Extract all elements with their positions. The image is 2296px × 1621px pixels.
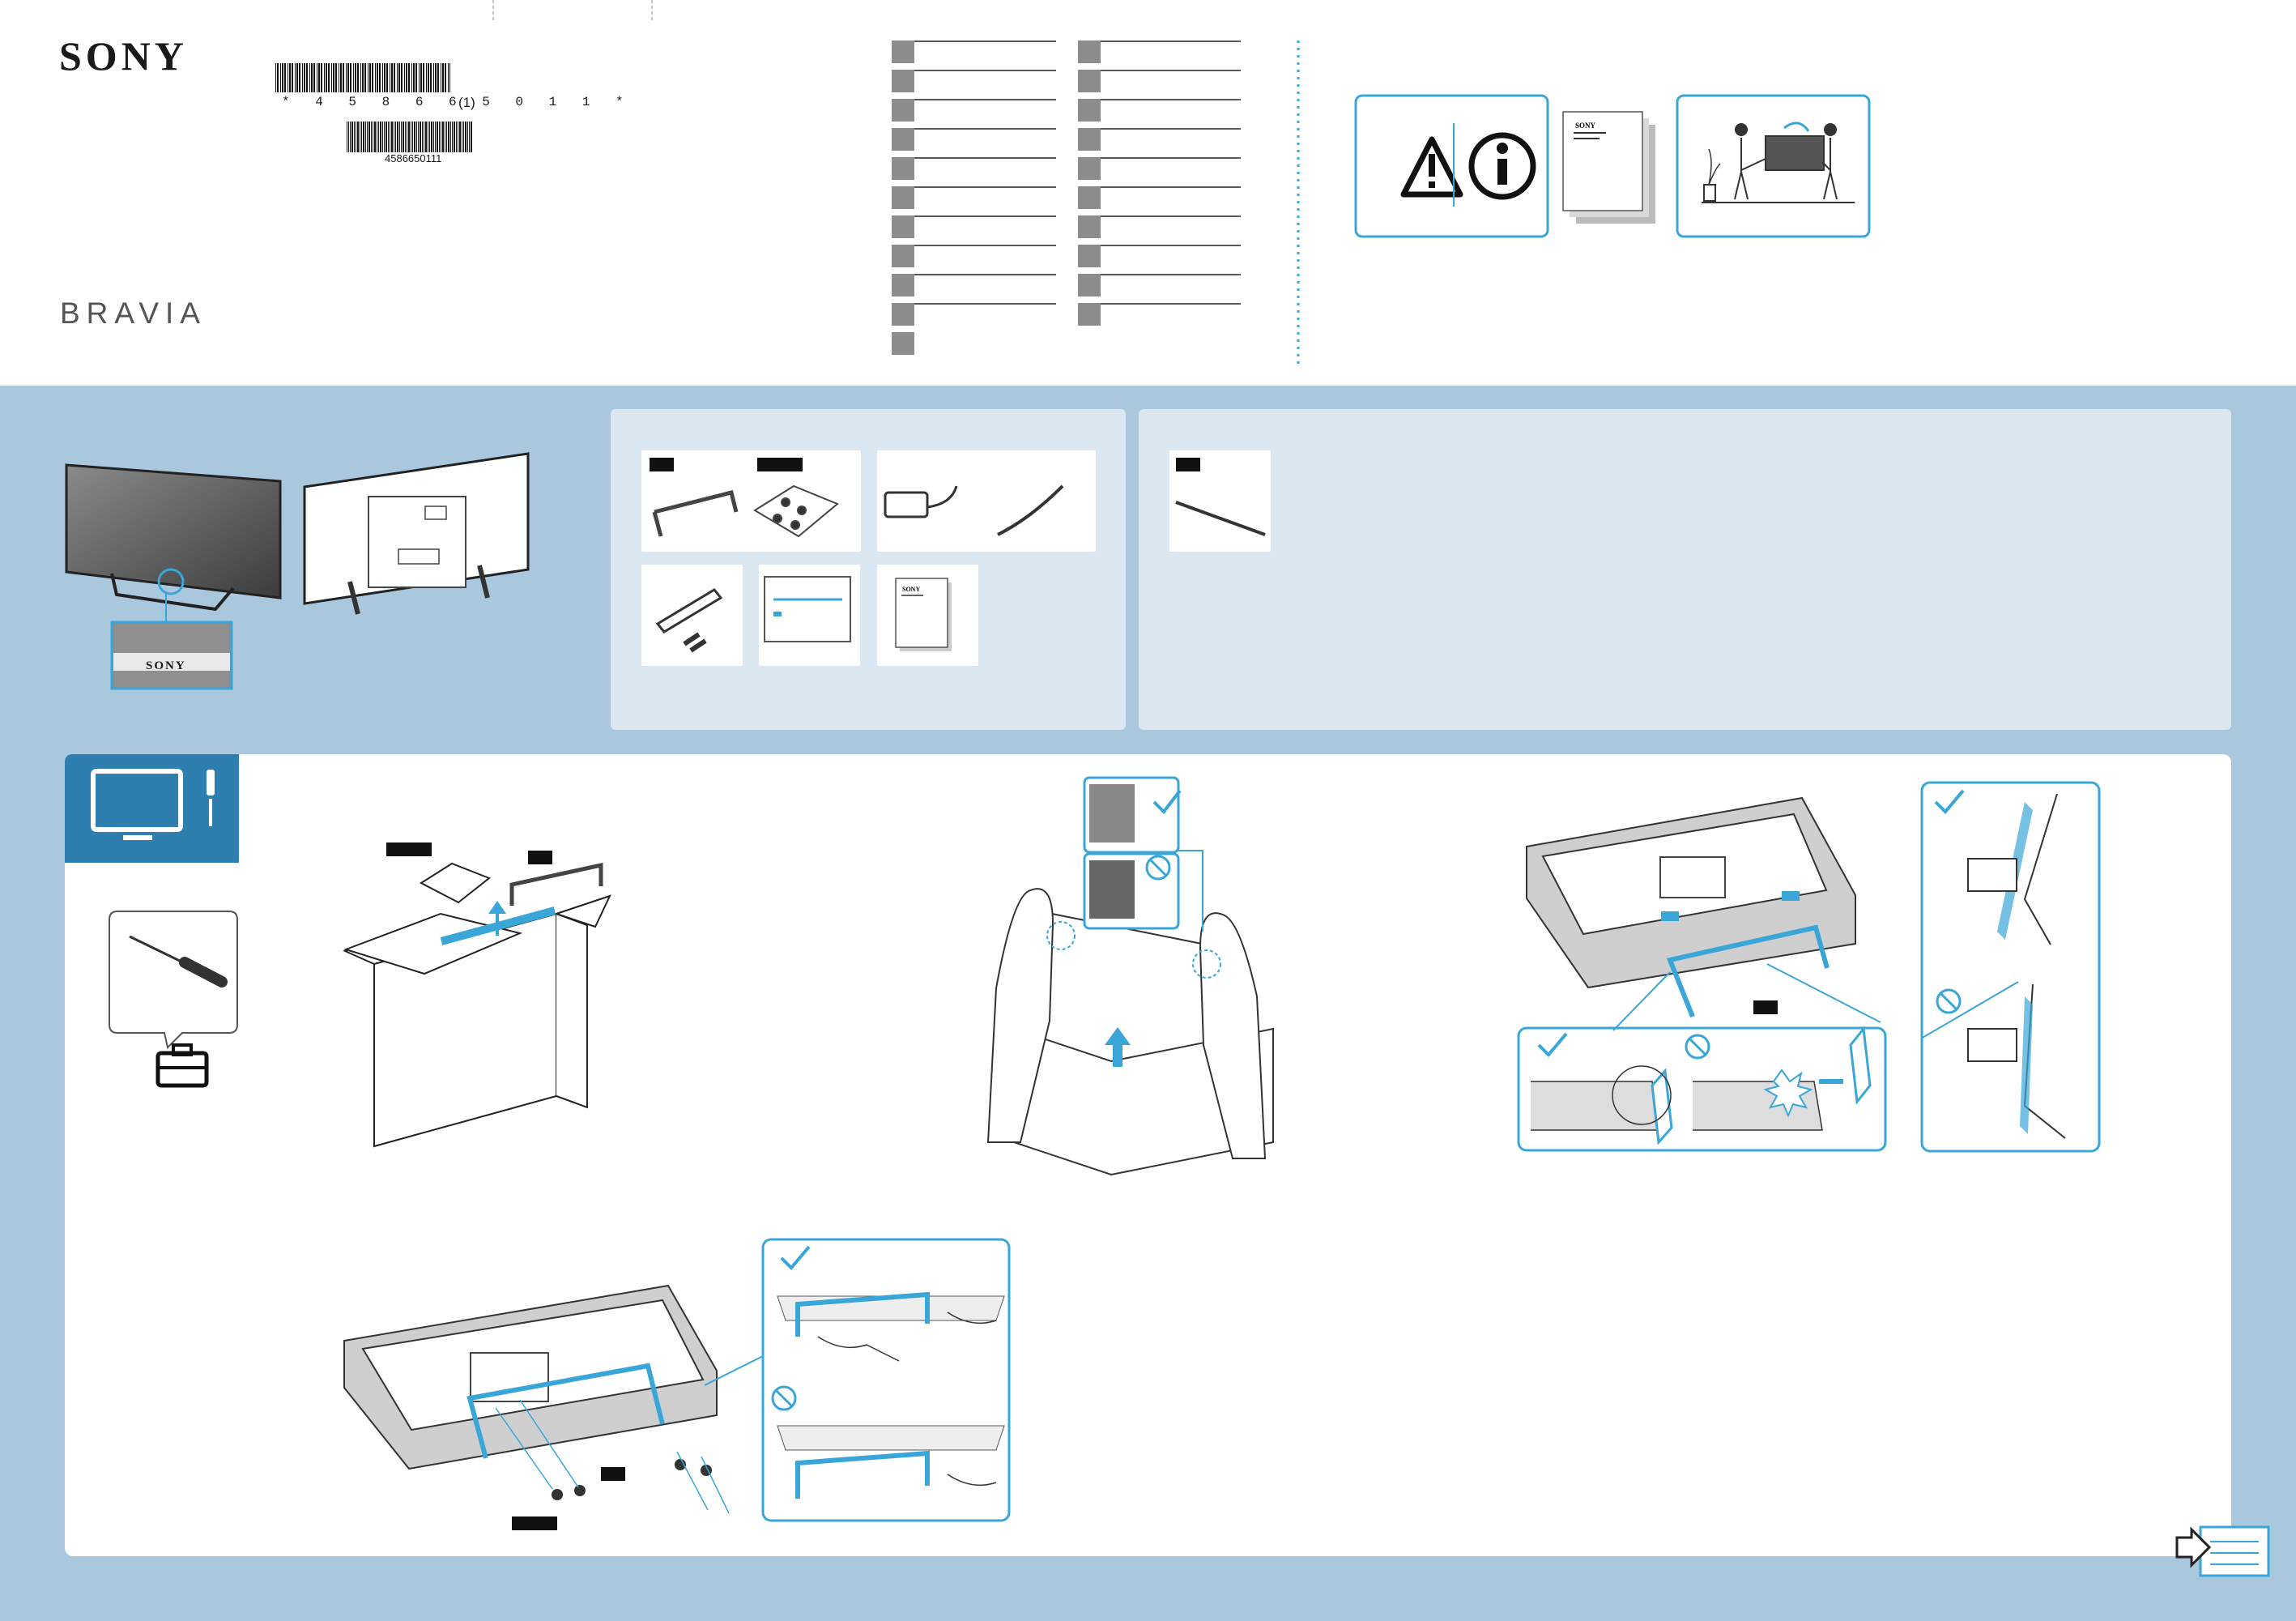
step-lift-tv xyxy=(986,776,1274,1176)
prohibited-icon xyxy=(1685,1034,1710,1060)
accessory-quick-guide xyxy=(759,565,860,666)
info-icon xyxy=(1468,132,1536,200)
barcode-primary xyxy=(275,63,450,92)
tv-back-view xyxy=(303,452,530,615)
remote-control-icon xyxy=(655,588,723,633)
accessory-reference-manual xyxy=(877,565,978,666)
sony-logo: SONY xyxy=(59,33,188,79)
screw-bag-icon xyxy=(419,862,491,904)
safety-panel xyxy=(1354,94,1871,238)
checkmark-icon xyxy=(1537,1032,1568,1057)
language-index-column-1 xyxy=(892,41,1056,355)
safety-box xyxy=(1354,94,1549,238)
checkmark-icon xyxy=(1934,789,1965,814)
step-insert-stand xyxy=(1517,781,2101,1153)
part-label-screws xyxy=(386,842,432,856)
ac-adapter-icon xyxy=(884,491,929,518)
next-page-icon xyxy=(2175,1525,2270,1577)
barcode-secondary xyxy=(347,122,473,152)
tv-front-view xyxy=(65,463,282,690)
manual-booklet-icon xyxy=(1562,111,1655,224)
language-index xyxy=(892,41,1241,355)
optional-accessories-panel xyxy=(1139,409,2231,730)
optional-cable-tie xyxy=(1169,450,1271,552)
accessory-stand-and-screws xyxy=(641,450,861,552)
revision-number: (1) xyxy=(458,95,475,110)
power-cord-icon xyxy=(997,484,1064,536)
product-line-logo: BRAVIA xyxy=(60,296,207,330)
part-label-tie xyxy=(1176,458,1200,471)
tools-required-badge xyxy=(65,754,239,863)
grip-incorrect-callout xyxy=(1083,852,1180,930)
stand-part-icon xyxy=(652,489,739,537)
warning-triangle-icon xyxy=(1400,136,1463,198)
guide-sheet-icon xyxy=(764,576,851,642)
tighten-screws-callout xyxy=(761,1238,1011,1522)
barcode-text: * 4 5 8 6 6 5 0 1 1 * xyxy=(282,95,633,109)
manual-icon xyxy=(895,578,948,648)
logo-strip xyxy=(113,653,230,671)
manual-logo-small: SONY xyxy=(902,586,921,593)
accessory-remote-and-batteries xyxy=(641,565,743,666)
checkmark-icon xyxy=(780,1245,811,1270)
manual-logo: SONY xyxy=(1575,122,1596,130)
language-index-column-2 xyxy=(1078,41,1241,326)
step-unpack-box xyxy=(343,842,611,1148)
accessory-ac-adapter-and-cord xyxy=(877,450,1096,552)
prohibited-icon xyxy=(1936,988,1962,1014)
part-label-stand xyxy=(528,851,552,864)
toolbox-icon xyxy=(155,1043,209,1088)
two-person-carry-illustration xyxy=(1702,122,1855,203)
stand-angle-callout xyxy=(1920,781,2101,1153)
stand-insert-ok-callout xyxy=(1517,1026,1887,1152)
screwdriver-tool-callout xyxy=(109,911,238,1088)
batteries-icon xyxy=(683,632,707,653)
tv-logo-closeup: SONY xyxy=(146,659,186,672)
screwdriver-icon xyxy=(207,770,215,826)
logo-callout-circle xyxy=(157,568,185,595)
checkmark-icon xyxy=(1152,789,1182,815)
part-label-screws xyxy=(757,458,803,471)
step-fasten-stand xyxy=(343,1238,1011,1530)
screw-bag-icon xyxy=(753,484,839,538)
cable-tie-icon xyxy=(1175,501,1266,536)
part-label-screws xyxy=(512,1516,557,1530)
barcode-number: 4586650111 xyxy=(385,152,442,164)
stand-part-icon xyxy=(509,862,603,906)
part-label-stand xyxy=(1753,1000,1778,1014)
monitor-icon xyxy=(91,769,183,840)
part-label-stand xyxy=(650,458,674,471)
grip-correct-callout xyxy=(1083,776,1182,854)
prohibited-icon xyxy=(771,1385,797,1411)
prohibited-icon xyxy=(1145,855,1171,881)
part-label-stand xyxy=(601,1467,625,1481)
